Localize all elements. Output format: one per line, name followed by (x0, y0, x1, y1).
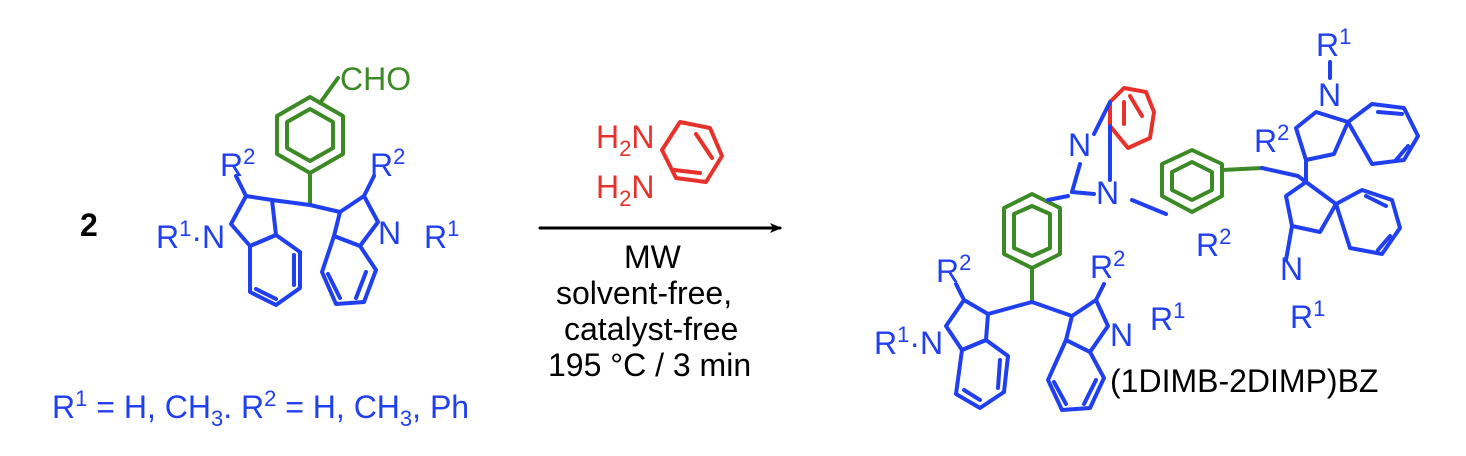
left-indole: R2 R1·N (156, 144, 302, 307)
svg-text:R1·N: R1·N (874, 322, 943, 361)
left-indole-n-label: R1·N (156, 216, 225, 255)
svg-text:N: N (1110, 317, 1133, 353)
svg-text:R1: R1 (1150, 298, 1185, 337)
svg-text:R2: R2 (1196, 224, 1231, 263)
svg-text:N: N (1280, 251, 1303, 287)
lower-indole-left: R2 R1·N (874, 250, 1074, 410)
conditions-line-3: catalyst-free (564, 311, 738, 347)
svg-text:N: N (378, 215, 401, 251)
stoichiometric-coefficient: 2 (80, 207, 98, 243)
reaction-conditions: MW solvent-free, catalyst-free 195 °C / … (548, 239, 751, 383)
svg-text:R1: R1 (1316, 24, 1351, 63)
svg-text:N: N (1068, 127, 1091, 163)
benzyl-ring (1160, 148, 1264, 214)
benzaldehyde-ring: CHO (275, 61, 411, 207)
svg-text:H2N: H2N (596, 169, 654, 211)
aryl-ring-left (1002, 192, 1070, 304)
svg-text:R2: R2 (1090, 246, 1125, 285)
lower-right-indole: R2 N R1 (1196, 180, 1402, 335)
svg-text:H2N: H2N (596, 119, 654, 161)
svg-text:R1: R1 (1290, 296, 1325, 335)
benzimidazole-core: N N (1068, 86, 1168, 216)
svg-text:N: N (1096, 175, 1119, 211)
svg-text:R2: R2 (370, 144, 405, 183)
lower-indole-right: R2 N R1 (1046, 246, 1185, 412)
svg-text:N: N (1318, 77, 1341, 113)
svg-text:R2: R2 (220, 144, 255, 183)
product-name: (1DIMB-2DIMP)BZ (1110, 363, 1378, 399)
o-phenylenediamine: H2N H2N (596, 119, 724, 211)
aldehyde-label: CHO (340, 61, 411, 97)
upper-right-indole: R1 N R2 (1254, 24, 1420, 184)
conditions-line-4: 195 °C / 3 min (548, 347, 751, 383)
product-molecule: N N R2 R (874, 24, 1420, 412)
substituent-definition: R1 = H, CH3. R2 = H, CH3, Ph (52, 386, 469, 431)
conditions-line-2: solvent-free, (556, 275, 732, 311)
svg-text:R2: R2 (1254, 120, 1289, 159)
right-indole: R2 N R1 (320, 144, 459, 306)
svg-text:R1: R1 (424, 216, 459, 255)
svg-text:R2: R2 (936, 250, 971, 289)
conditions-line-1: MW (624, 239, 682, 275)
reactant-molecule: 2 CHO R2 R1·N R2 N (52, 61, 469, 431)
